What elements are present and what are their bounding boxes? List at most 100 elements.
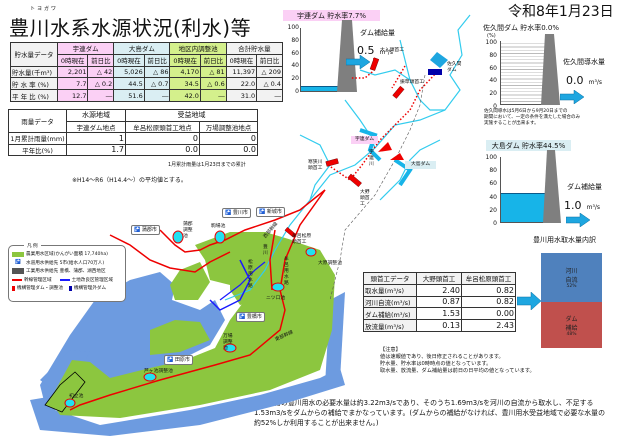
city-gamagori: 🚰 蒲郡市 [131, 225, 160, 235]
city-name: 田原市 [174, 357, 190, 363]
legend-item: 機構管理外ダム [73, 286, 107, 292]
notes: 【注意】 値は速報値であり、後日修正されることがあります。 貯水量、貯水率は0時… [380, 347, 535, 375]
red-line-icon [12, 279, 22, 281]
urei-storage-gauge [300, 28, 340, 92]
basin-boundary [329, 74, 426, 301]
map-label-oshima: 大島ダム [405, 161, 437, 169]
sakuma-supply-unit: m³/s [588, 79, 602, 86]
city-shinshiro: 🚰 新城市 [256, 207, 285, 217]
breakdown-title: 豊川用水取水量内訳 [533, 236, 596, 244]
legend-item: 水道用水供給先 5市(給水人口70万人) [26, 260, 105, 266]
storage-cell: 2,201 [56, 65, 89, 79]
map-label-onyu: 大入頭首工 [380, 48, 404, 53]
weir-header: 頭首工データ [363, 272, 417, 285]
row-label: 平 年 比 (%) [10, 89, 58, 102]
row-label: 貯水量(千m³) [10, 65, 58, 79]
row-label: 取水量(m³/s) [363, 283, 417, 297]
storage-cell: △ 0.4 [256, 77, 283, 91]
axis-tick: 60 [489, 180, 497, 188]
sakuma-chart-title: 佐久間ダム 貯水率0.0% [483, 24, 560, 32]
storage-cell: △ 209 [256, 65, 283, 79]
map-label-urei: 宇連ダム [351, 136, 379, 144]
axis-tick: 80 [489, 167, 497, 175]
city-toyohashi: 🚰 豊橋市 [236, 312, 265, 322]
storage-cell: 51.6 [113, 89, 145, 102]
point-urei: 宇連ダム地点 [66, 120, 126, 133]
sakuma-supply-label: 佐久間導水量 [563, 58, 605, 66]
axis-tick: 20 [489, 90, 497, 98]
axis-tick: 100 [287, 24, 299, 31]
average-note: ※H14～R6（H14.4～）の平均値とする。 [72, 177, 187, 184]
axis-tick: 100 [485, 154, 497, 161]
notes-title: 【注意】 [380, 347, 401, 353]
sakuma-supply-value: 0.0 [566, 74, 584, 87]
storage-table: 貯水量データ 宇連ダム 大島ダム 地区内調整池 合計貯水量 0時現在前日比 0時… [10, 42, 284, 102]
furikusa-weir-marker [392, 85, 405, 99]
map-legend: 凡 例 農業用水区域(かんがい面積 17,740ha) 🚰 水道用水供給先 5市(… [8, 242, 126, 302]
segment-label: 河川 自流 [565, 268, 578, 285]
axis-tick: 0 [493, 103, 497, 110]
rain-cell: 0 [199, 132, 258, 145]
map-label-ashigaike: 芦ヶ池調整池 [144, 369, 173, 374]
water-supply-icon: 🚰 [15, 260, 21, 266]
red-dam-icon [12, 285, 15, 291]
urei-supply-value: 0.5 [357, 44, 375, 57]
farmland-patches [150, 232, 292, 355]
sub-now: 0時現在 [56, 53, 89, 67]
map-label-ono: 大野頭首工 [360, 190, 370, 207]
notes-line: 値は速報値であり、後日修正されることがあります。 [380, 354, 504, 360]
urei-supply-arrow-icon [346, 55, 370, 69]
weir-cell: 2.40 [416, 283, 462, 297]
axis-tick: 100 [485, 39, 497, 46]
urei-water-level [301, 86, 340, 91]
sub-now: 0時現在 [225, 53, 258, 67]
weir-col-muro: 牟呂松原頭首工 [461, 272, 516, 285]
manba-pond-marker [223, 343, 237, 353]
muro-weir-marker [284, 226, 297, 238]
page-title: 豊川水系水源状況(利水)等 [9, 16, 252, 40]
axis-tick: 40 [489, 77, 497, 85]
axis-tick: 20 [489, 206, 497, 214]
weir-cell: 2.43 [461, 319, 516, 332]
city-name: 新城市 [266, 209, 282, 215]
rain-note: 1月累計雨量は1月23日までの累計 [168, 162, 246, 168]
storage-cell: 12.7 [56, 89, 89, 102]
row-label: 河川自流(m³/s) [363, 295, 417, 309]
ono-weir-marker [347, 173, 362, 188]
komaba-pond-marker [214, 230, 226, 244]
axis-tick: 0 [295, 88, 299, 95]
weir-cell: 0.82 [461, 295, 516, 309]
city-name: 豊川市 [232, 210, 248, 216]
city-toyokawa: 🚰 豊川市 [222, 208, 251, 218]
storage-cell: 7.7 [56, 77, 89, 91]
axis-tick: 60 [291, 49, 299, 57]
point-manba: 万場調整池地点 [199, 120, 258, 133]
sub-diff: 前日比 [143, 53, 171, 67]
legend-item: 農業用水区域(かんがい面積 17,740ha) [26, 252, 108, 258]
ohara-pond-marker [305, 247, 317, 257]
axis-tick: 80 [489, 51, 497, 59]
onyu-weir-marker [369, 57, 380, 71]
urei-supply-unit: m³/s [379, 49, 393, 56]
map-label-komaba: 駒場池 [211, 224, 226, 229]
storage-cell: 42.0 [169, 89, 201, 102]
legend-item: 工業用水供給先 豊橋、蒲郡、湖西地区 [26, 269, 106, 275]
basin-map [30, 14, 471, 436]
city-tahara: 🚰 田原市 [164, 355, 193, 365]
oshima-water-level [501, 193, 545, 222]
axis-tick: 20 [291, 75, 299, 83]
sakuma-supply-arrow-icon [560, 90, 584, 104]
legend-title: 凡 例 [24, 242, 41, 251]
rain-table: 雨量データ 水源地域 受益地域 宇連ダム地点牟呂松原頭首工地点万場調整池地点 1… [8, 109, 258, 156]
storage-header: 貯水量データ [10, 42, 58, 67]
sakuma-dam-marker [428, 69, 442, 75]
map-label-muro-canal: 牟呂用水路 [284, 257, 289, 286]
